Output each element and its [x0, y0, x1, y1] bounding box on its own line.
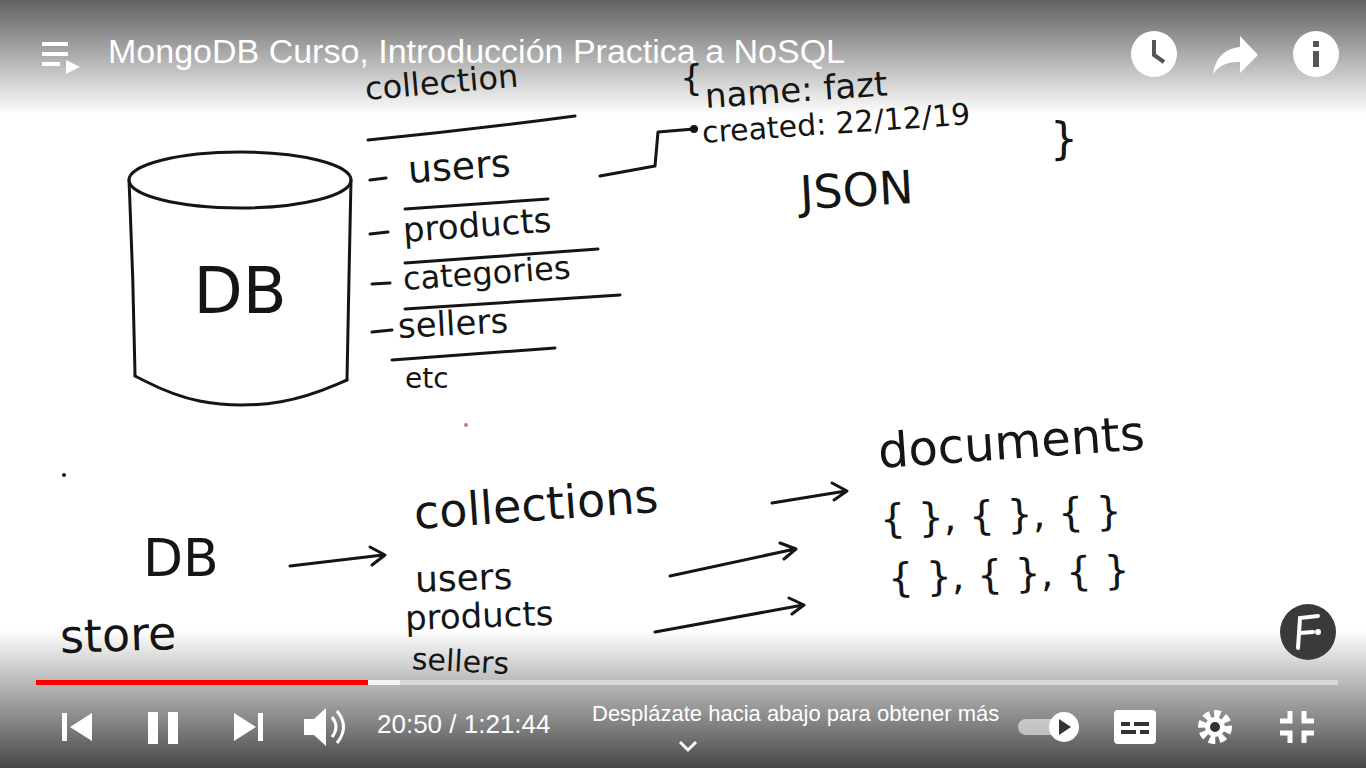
- tick-dash: [370, 232, 388, 234]
- next-icon: [234, 713, 256, 741]
- cylinder-side: [129, 180, 135, 376]
- pause-icon: [148, 712, 158, 744]
- cylinder-bottom: [135, 376, 347, 405]
- autoplay-knob: [1049, 712, 1079, 742]
- scroll-hint: Desplázate hacia abajo para obtener más: [592, 702, 999, 726]
- cylinder-side: [347, 180, 351, 380]
- progress-track: [36, 680, 1338, 685]
- prev-icon: [62, 713, 67, 741]
- tick-dash: [372, 283, 390, 284]
- progress-buffer: [36, 680, 400, 685]
- info-icon: [1293, 31, 1339, 77]
- concept-heading: collections: [412, 471, 660, 539]
- concept-name: DB: [143, 530, 219, 587]
- pen-dot: [464, 423, 468, 427]
- format-note: JSON: [799, 162, 915, 218]
- collection-name: users: [414, 557, 513, 600]
- underline: [368, 116, 575, 140]
- prev-icon: [70, 713, 92, 741]
- logo-badge: [1280, 604, 1336, 660]
- subtitles-icon: [1121, 730, 1136, 734]
- chevron-down: [680, 742, 696, 750]
- menu-icon: [66, 60, 80, 74]
- node-label: DB: [193, 256, 286, 326]
- hand-arrow: [772, 483, 847, 503]
- settings-icon: [1202, 714, 1228, 740]
- subtitles-icon: [1121, 722, 1130, 726]
- hand-arrow: [290, 547, 385, 566]
- share-icon: [1213, 36, 1258, 74]
- cylinder-top: [129, 152, 351, 208]
- document-set: { }, { }, { }: [887, 548, 1130, 600]
- note: etc: [405, 364, 449, 395]
- leader-dot: [692, 127, 697, 132]
- menu-icon: [42, 42, 68, 46]
- subtitles-icon: [1134, 722, 1149, 726]
- database-cylinder: DB: [125, 140, 355, 412]
- tick-dash: [370, 178, 386, 180]
- logo-mark: [1315, 629, 1321, 635]
- collection-name: sellers: [397, 302, 509, 345]
- collection-name: users: [407, 143, 512, 192]
- hand-arrow: [655, 598, 804, 632]
- autoplay-knob: [1059, 719, 1071, 735]
- fullscreen-icon: [1280, 711, 1314, 743]
- logo-circle: [1280, 604, 1336, 660]
- volume-icon: [304, 708, 326, 746]
- info-glyph: [1313, 51, 1319, 67]
- clock-icon: [1131, 31, 1177, 77]
- clock-hands: [1154, 40, 1164, 62]
- collection-name: categories: [402, 250, 572, 297]
- collection-name: products: [404, 595, 554, 638]
- pen-dot: [62, 473, 66, 477]
- info-glyph: [1313, 41, 1319, 47]
- document-set: { }, { }, { }: [879, 489, 1122, 541]
- menu-icon: [42, 62, 60, 66]
- concept-heading: documents: [876, 406, 1146, 477]
- subtitles-icon: [1140, 730, 1149, 734]
- collection-name: sellers: [411, 642, 510, 680]
- bottom-shade: [0, 630, 1366, 768]
- tick-dash: [372, 330, 392, 332]
- subtitles-icon: [1114, 710, 1156, 744]
- settings-icon: [1205, 717, 1225, 737]
- settings-icon: [1210, 722, 1220, 732]
- hand-arrow: [670, 543, 796, 576]
- database-name: store: [59, 608, 177, 663]
- collection-name: products: [402, 202, 553, 250]
- top-shade: [0, 0, 1366, 115]
- video-time: 20:50 / 1:21:44: [377, 710, 550, 739]
- volume-waves: [332, 711, 344, 743]
- pause-icon: [168, 712, 178, 744]
- brace: {: [680, 58, 703, 98]
- leader-line: [600, 129, 694, 176]
- progress-played: [36, 680, 368, 685]
- next-icon: [258, 713, 263, 741]
- menu-icon: [42, 52, 68, 56]
- underline: [392, 348, 555, 360]
- brace: }: [1050, 115, 1078, 163]
